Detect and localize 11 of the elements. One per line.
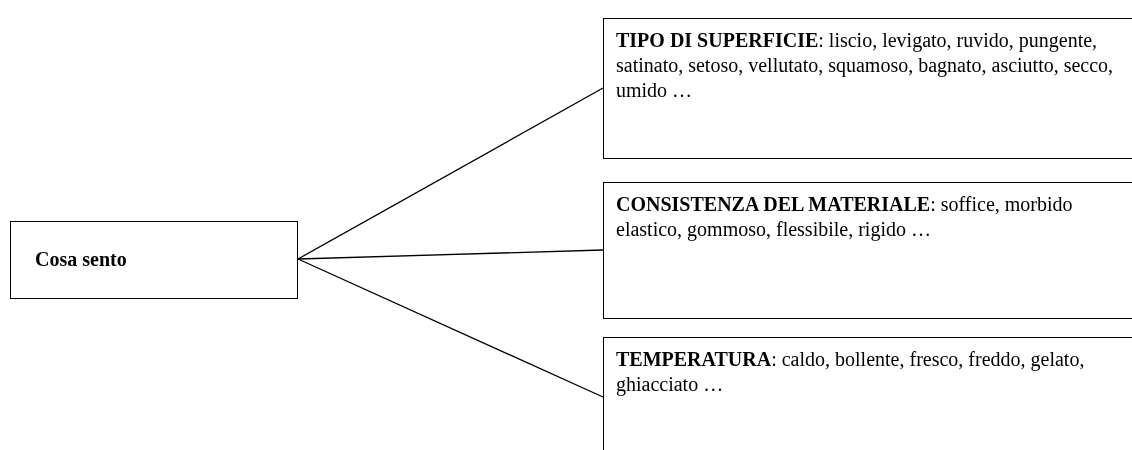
text-box [603,18,1132,159]
connector-line [297,258,604,398]
description-text: TIPO DI SUPERFICIE: liscio, levigato, ruvido, pungente, satinato, setoso, vellutato, squamoso, bagnato, asciutto, secco, umido … [616,28,1115,103]
description-text: CONSISTENZA DEL MATERIALE: soffice, morbido elastico, gommoso, flessibile, rigido … [616,192,1074,242]
connector-line [297,87,604,260]
text-box [10,221,298,299]
text-box [603,182,1132,319]
text-box [603,337,1132,450]
description-text: TEMPERATURA: caldo, bollente, fresco, freddo, gelato, ghiacciato … [616,347,1086,397]
node-label: Cosa sento [35,247,128,272]
connector-line [297,249,604,260]
